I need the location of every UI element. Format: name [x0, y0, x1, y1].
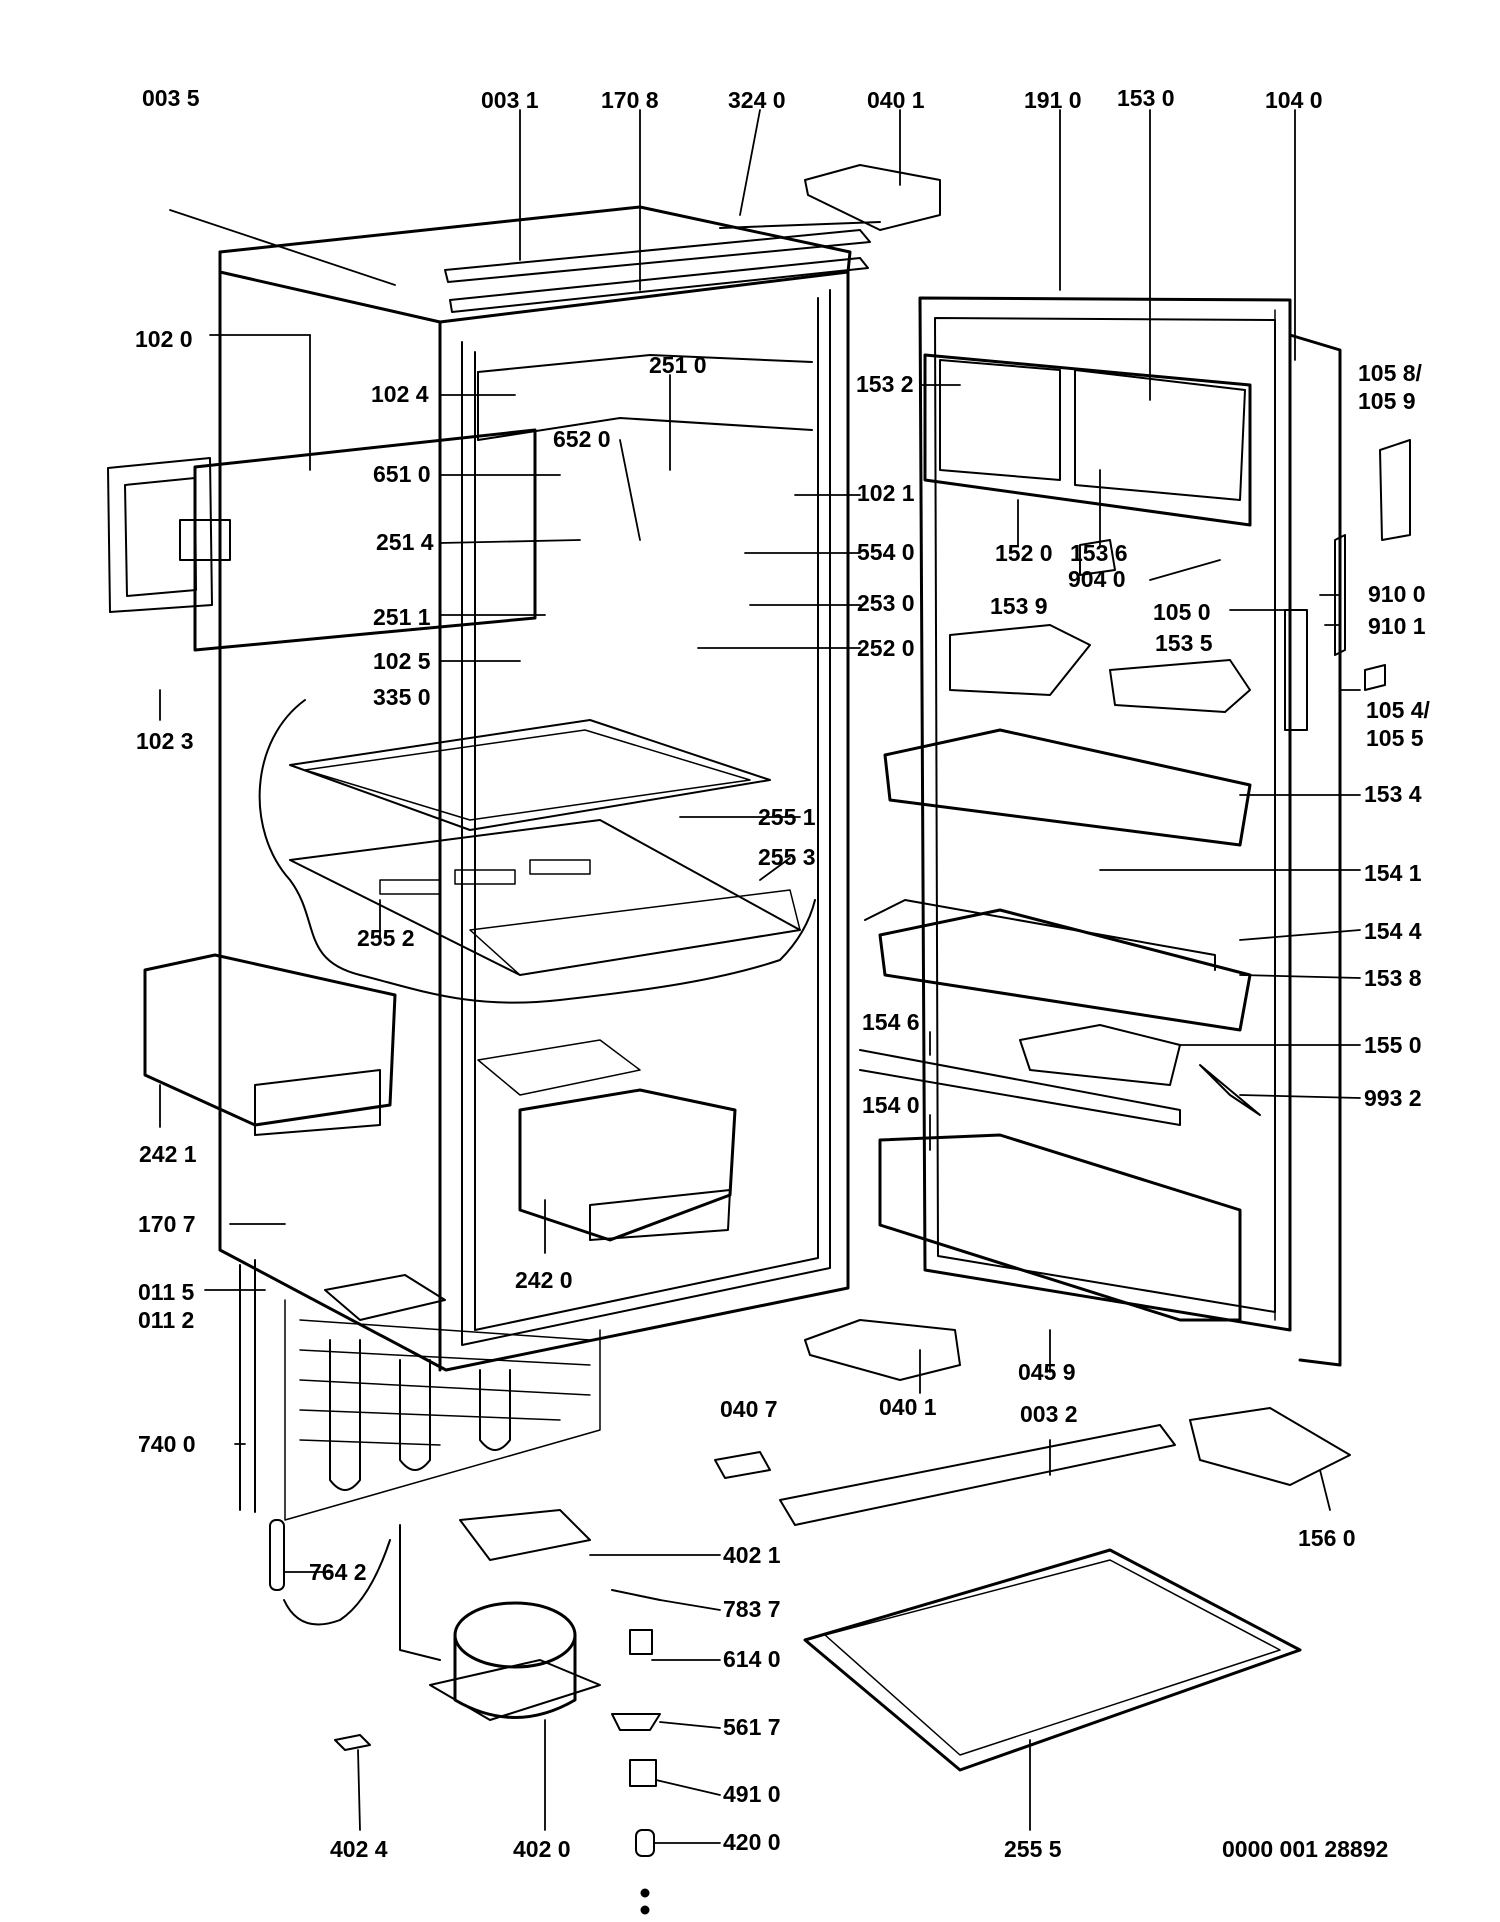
part-label: 102 0 [135, 326, 193, 352]
cabinet-drawing [107, 205, 881, 1626]
part-label: 255 2 [357, 925, 415, 951]
part-label: 153 5 [1155, 630, 1213, 656]
part-label: 251 4 [376, 529, 434, 555]
part-label: 191 0 [1024, 87, 1082, 113]
part-label: 153 8 [1364, 965, 1422, 991]
part-label: 904 0 [1068, 566, 1126, 592]
part-label: 561 7 [723, 1714, 781, 1740]
part-label: 155 0 [1364, 1032, 1422, 1058]
part-label: 251 1 [373, 604, 431, 630]
part-label: 242 0 [515, 1267, 573, 1293]
part-label: 402 1 [723, 1542, 781, 1568]
part-label: 011 5 011 2 [138, 1279, 195, 1333]
part-label: 153 4 [1364, 781, 1422, 807]
part-label: 910 0 [1368, 581, 1426, 607]
part-label: 153 9 [990, 593, 1048, 619]
part-label: 402 4 [330, 1836, 388, 1862]
part-label: 651 0 [373, 461, 431, 487]
part-label: 764 2 [309, 1559, 367, 1585]
drawing-number: 0000 001 28892 [1222, 1836, 1389, 1862]
part-label: 242 1 [139, 1141, 197, 1167]
part-label: 154 0 [862, 1092, 920, 1118]
part-label: 040 1 [867, 87, 925, 113]
part-label: 335 0 [373, 684, 431, 710]
part-label: 156 0 [1298, 1525, 1356, 1551]
part-label: 554 0 [857, 539, 915, 565]
part-label: 153 0 [1117, 85, 1175, 111]
part-label: 153 6 [1070, 540, 1128, 566]
part-label: 740 0 [138, 1431, 196, 1457]
part-label: 652 0 [553, 426, 611, 452]
part-label: 170 7 [138, 1211, 196, 1237]
part-label: 154 4 [1364, 918, 1422, 944]
part-label: 045 9 [1018, 1359, 1076, 1385]
part-label: 105 4/ 105 5 [1366, 697, 1430, 751]
part-label: 420 0 [723, 1829, 781, 1855]
part-label: 102 3 [136, 728, 194, 754]
part-label: 154 1 [1364, 860, 1422, 886]
part-label: 253 0 [857, 590, 915, 616]
part-label: 153 2 [856, 371, 914, 397]
part-label: 152 0 [995, 540, 1053, 566]
part-label: 154 6 [862, 1009, 920, 1035]
part-label: 783 7 [723, 1596, 781, 1622]
part-label: 102 4 [371, 381, 429, 407]
part-label: 102 1 [857, 480, 915, 506]
part-label: 251 0 [649, 352, 707, 378]
leader-lines [159, 109, 1361, 1844]
part-label: 003 2 [1020, 1401, 1078, 1427]
part-label: 170 8 [601, 87, 659, 113]
part-label: 402 0 [513, 1836, 571, 1862]
part-label: 255 5 [1004, 1836, 1062, 1862]
part-label: 993 2 [1364, 1085, 1422, 1111]
part-label: 105 0 [1153, 599, 1211, 625]
part-label: 614 0 [723, 1646, 781, 1672]
part-label: 491 0 [723, 1781, 781, 1807]
part-label: 003 1 [481, 87, 539, 113]
part-label: 255 1 [758, 804, 816, 830]
part-label: 255 3 [758, 844, 816, 870]
part-label: 040 7 [720, 1396, 778, 1422]
part-label: 105 8/ 105 9 [1358, 360, 1422, 414]
door-drawing [714, 164, 1411, 1772]
part-label: 324 0 [728, 87, 786, 113]
part-label: 102 5 [373, 648, 431, 674]
part-label: 003 5 [142, 85, 200, 111]
compressor-drawing [334, 1509, 661, 1915]
part-label: 040 1 [879, 1394, 937, 1420]
part-label: 910 1 [1368, 613, 1426, 639]
part-label: 104 0 [1265, 87, 1323, 113]
part-label: 252 0 [857, 635, 915, 661]
